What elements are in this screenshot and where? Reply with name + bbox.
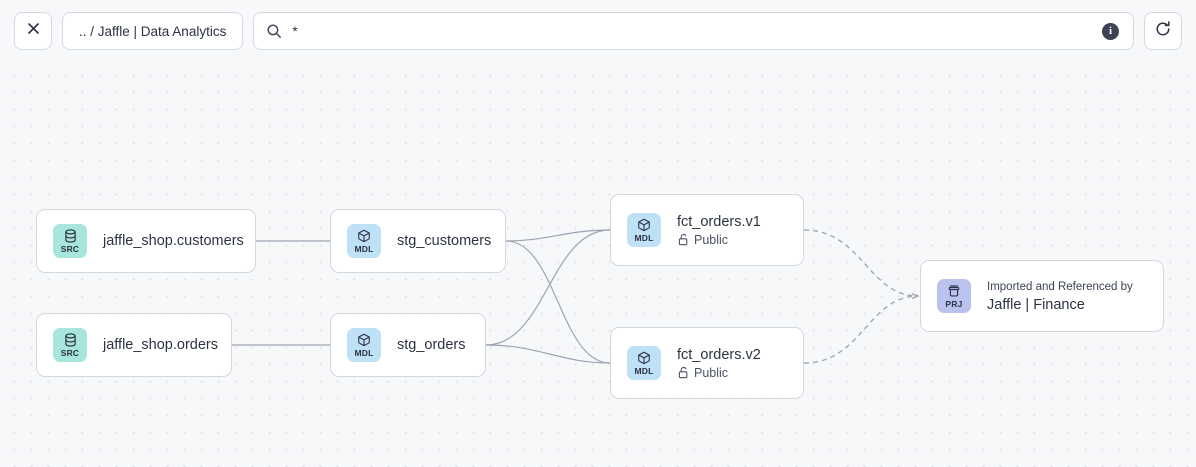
database-icon xyxy=(64,229,77,244)
edge-stg-customers-to-fct-v1 xyxy=(505,229,611,242)
badge-src: SRC xyxy=(53,224,87,258)
node-title: fct_orders.v1 xyxy=(677,213,761,230)
cube-icon xyxy=(357,229,371,244)
refresh-button[interactable] xyxy=(1144,12,1182,50)
edge-fct-v1-to-project xyxy=(803,229,918,296)
refresh-icon xyxy=(1154,20,1172,43)
node-body: jaffle_shop.customers xyxy=(103,233,244,249)
node-title: jaffle_shop.customers xyxy=(103,233,244,249)
node-mdl-stg-orders[interactable]: MDL stg_orders xyxy=(330,313,486,377)
badge-label: PRJ xyxy=(945,298,963,309)
project-icon xyxy=(947,284,961,299)
breadcrumb-label: .. / Jaffle | Data Analytics xyxy=(79,23,227,39)
close-icon xyxy=(26,21,41,41)
node-kicker: Imported and Referenced by xyxy=(987,280,1133,293)
cube-icon xyxy=(637,218,651,233)
node-visibility: Public xyxy=(677,233,761,247)
node-mdl-fct-orders-v1[interactable]: MDL fct_orders.v1 Public xyxy=(610,194,804,266)
badge-label: MDL xyxy=(634,365,654,376)
node-title: Jaffle | Finance xyxy=(987,296,1085,313)
node-mdl-fct-orders-v2[interactable]: MDL fct_orders.v2 Public xyxy=(610,327,804,399)
database-icon xyxy=(64,333,77,348)
badge-mdl: MDL xyxy=(627,213,661,247)
cube-icon xyxy=(637,351,651,366)
info-icon-label: i xyxy=(1108,25,1113,37)
badge-mdl: MDL xyxy=(627,346,661,380)
node-title: fct_orders.v2 xyxy=(677,346,761,363)
badge-src: SRC xyxy=(53,328,87,362)
search-input[interactable] xyxy=(292,13,1092,49)
node-mdl-stg-customers[interactable]: MDL stg_customers xyxy=(330,209,506,273)
unlock-icon xyxy=(677,366,689,379)
edge-fct-v2-to-project xyxy=(803,296,918,364)
node-visibility-label: Public xyxy=(694,365,729,380)
edge-stg-orders-to-fct-v2 xyxy=(485,344,611,364)
toolbar: .. / Jaffle | Data Analytics i xyxy=(0,0,1196,62)
badge-label: MDL xyxy=(354,347,374,358)
node-title: stg_customers xyxy=(397,233,492,249)
badge-label: MDL xyxy=(634,232,654,243)
badge-label: SRC xyxy=(60,243,80,254)
badge-prj: PRJ xyxy=(937,279,971,313)
node-body: fct_orders.v1 Public xyxy=(677,214,761,247)
node-visibility: Public xyxy=(677,366,761,380)
cube-icon xyxy=(357,333,371,348)
node-body: jaffle_shop.orders xyxy=(103,337,218,353)
edge-stg-customers-to-fct-v2 xyxy=(505,240,611,364)
close-button[interactable] xyxy=(14,12,52,50)
lineage-canvas[interactable]: SRC jaffle_shop.customers SRC jaffle_sho… xyxy=(0,62,1196,467)
node-body: stg_orders xyxy=(397,337,466,353)
search-field[interactable]: i xyxy=(253,12,1134,50)
node-src-orders[interactable]: SRC jaffle_shop.orders xyxy=(36,313,232,377)
node-body: fct_orders.v2 Public xyxy=(677,347,761,380)
node-visibility-label: Public xyxy=(694,232,729,247)
node-title: jaffle_shop.orders xyxy=(103,337,219,353)
unlock-icon xyxy=(677,233,689,246)
badge-mdl: MDL xyxy=(347,328,381,362)
node-prj-jaffle-finance[interactable]: PRJ Imported and Referenced by Jaffle | … xyxy=(920,260,1164,332)
info-icon[interactable]: i xyxy=(1102,22,1119,40)
node-body: Imported and Referenced by Jaffle | Fina… xyxy=(987,280,1133,313)
badge-label: MDL xyxy=(354,243,374,254)
node-body: stg_customers xyxy=(397,233,491,249)
badge-label: SRC xyxy=(60,347,80,358)
search-icon xyxy=(266,23,282,39)
node-title: stg_orders xyxy=(397,337,466,353)
badge-mdl: MDL xyxy=(347,224,381,258)
breadcrumb[interactable]: .. / Jaffle | Data Analytics xyxy=(62,12,244,50)
node-src-customers[interactable]: SRC jaffle_shop.customers xyxy=(36,209,256,273)
